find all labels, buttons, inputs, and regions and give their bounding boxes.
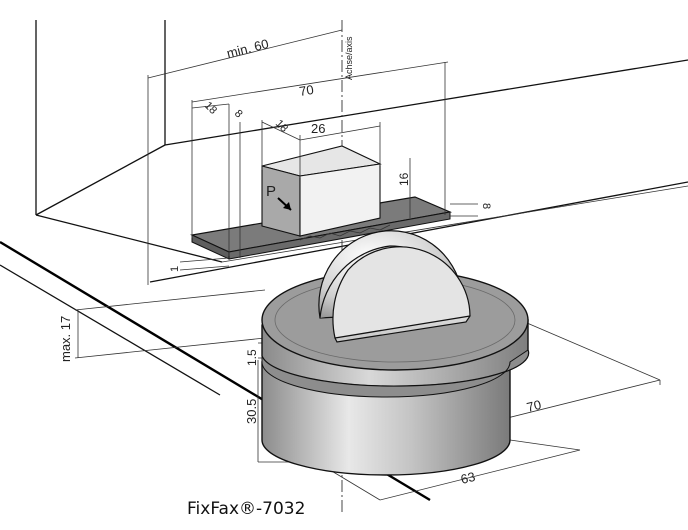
dim-70-top: 70 (298, 82, 315, 99)
axis-label: Achse/axis (344, 36, 354, 80)
magnet-block: P (261, 145, 382, 237)
dome-cap (318, 230, 471, 343)
product-caption: FixFax®-7032 (187, 499, 305, 519)
dim-26: 26 (311, 121, 325, 136)
dim-1-5: 1.5 (245, 349, 259, 366)
dim-70-bottom: 70 (525, 397, 543, 415)
dim-18-a: 18 (202, 100, 219, 117)
lower-dimension-labels: max. 17 1.5 30.5 70 63 (58, 316, 543, 487)
dim-1: 1 (169, 266, 181, 272)
dim-30-5: 30.5 (244, 399, 259, 424)
dim-min60: min. 60 (225, 36, 270, 61)
dim-18-b: 18 (273, 118, 290, 135)
dim-max17: max. 17 (58, 316, 73, 362)
dim-63: 63 (459, 469, 477, 487)
dim-8: 8 (232, 108, 245, 121)
lower-dimension-lines (74, 289, 661, 501)
wall-outline (35, 20, 688, 283)
arrow-icon (277, 197, 292, 211)
dim-16: 16 (397, 172, 411, 186)
marker-p-label: P (266, 183, 276, 200)
upper-dimension-lines (147, 29, 478, 285)
dim-8-right: 8 (480, 203, 492, 209)
